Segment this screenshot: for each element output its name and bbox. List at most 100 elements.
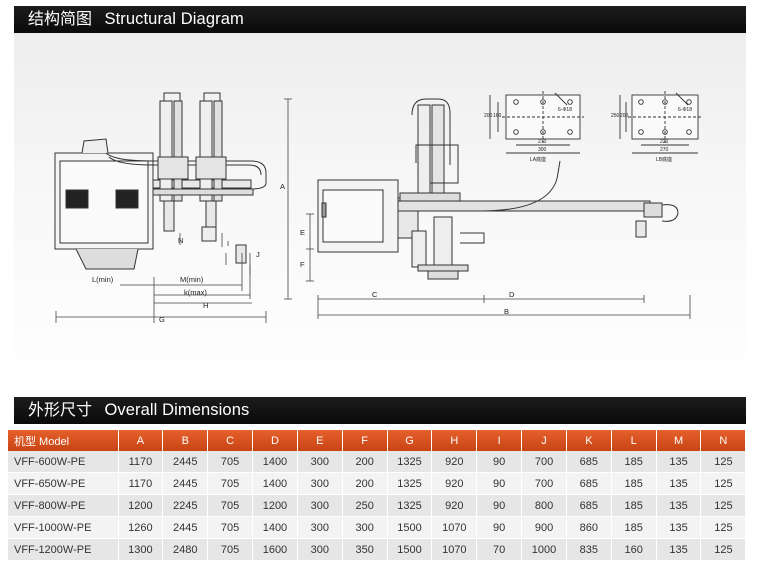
cell-a: 1300 [118, 538, 164, 561]
side-view-machine [317, 98, 679, 280]
cell-d: 1200 [252, 494, 298, 517]
section-header-overall-dimensions: 外形尺寸 Overall Dimensions [14, 397, 746, 424]
label-c: C [372, 290, 378, 299]
table-header-row: 机型 Model A B C D E F G H I J K L M N [8, 430, 747, 451]
la-hole: 6-Φ18 [558, 107, 572, 113]
cell-m: 135 [656, 472, 702, 495]
la-dim-200: 200 [484, 113, 493, 119]
col-header-e: E [297, 430, 343, 451]
cell-g: 1325 [387, 451, 433, 473]
cell-i: 70 [476, 538, 523, 561]
front-view-machine [54, 92, 267, 270]
label-l-min: L(min) [92, 275, 114, 284]
la-dim-270: 270 [538, 139, 547, 145]
cell-n: 125 [700, 494, 747, 517]
cell-f: 350 [342, 538, 388, 561]
cell-model: VFF-1200W-PE [8, 538, 119, 561]
cell-j: 1000 [521, 538, 567, 561]
cell-h: 1070 [431, 538, 478, 561]
la-dim-160: 160 [493, 113, 502, 119]
lb-dim-200: 200 [620, 113, 629, 119]
diagram-drawing: N I J L(min) M(min) k(max) H G A E F C D… [54, 91, 702, 324]
cell-n: 125 [700, 516, 747, 539]
label-f: F [300, 260, 305, 269]
label-i: I [227, 239, 229, 248]
cell-c: 705 [207, 494, 254, 517]
cell-e: 300 [297, 472, 343, 495]
cell-g: 1325 [387, 472, 433, 495]
cell-g: 1325 [387, 494, 433, 517]
section-header-structural-diagram: 结构简图 Structural Diagram [14, 6, 746, 33]
cell-j: 900 [521, 516, 567, 539]
lb-hole: 6-Φ18 [678, 107, 692, 113]
cell-h: 920 [431, 451, 478, 473]
cell-k: 685 [566, 451, 612, 473]
cell-g: 1500 [387, 538, 433, 561]
lb-caption: LB底座 [656, 156, 672, 163]
cell-e: 300 [297, 516, 343, 539]
cell-k: 685 [566, 472, 612, 495]
cell-a: 1170 [118, 451, 164, 473]
cell-d: 1400 [252, 516, 298, 539]
lb-dim-250: 250 [611, 113, 620, 119]
cell-k: 860 [566, 516, 612, 539]
col-header-h: H [431, 430, 478, 451]
cell-l: 185 [611, 494, 657, 517]
col-header-a: A [118, 430, 164, 451]
cell-e: 300 [297, 494, 343, 517]
cell-n: 125 [700, 472, 747, 495]
cell-l: 185 [611, 516, 657, 539]
col-header-i: I [476, 430, 523, 451]
cell-b: 2480 [162, 538, 209, 561]
cell-d: 1600 [252, 538, 298, 561]
structural-diagram: N I J L(min) M(min) k(max) H G A E F C D… [14, 33, 746, 397]
cell-f: 200 [342, 451, 388, 473]
col-header-b: B [162, 430, 209, 451]
col-header-n: N [700, 430, 747, 451]
cell-n: 125 [700, 451, 747, 473]
section-title-en: Structural Diagram [104, 10, 244, 28]
col-header-d: D [252, 430, 298, 451]
col-header-j: J [521, 430, 567, 451]
section-title-zh: 外形尺寸 [28, 402, 93, 419]
cell-d: 1400 [252, 451, 298, 473]
section-title-en: Overall Dimensions [104, 401, 250, 419]
cell-h: 920 [431, 472, 478, 495]
cell-b: 2445 [162, 472, 209, 495]
label-h: H [203, 301, 208, 310]
cell-b: 2445 [162, 451, 209, 473]
lb-dim-270: 270 [660, 147, 669, 153]
cell-c: 705 [207, 472, 254, 495]
cell-f: 300 [342, 516, 388, 539]
cell-b: 2445 [162, 516, 209, 539]
col-header-f: F [342, 430, 388, 451]
label-m-min: M(min) [180, 275, 204, 284]
base-plate-lb [619, 91, 702, 154]
cell-c: 705 [207, 538, 254, 561]
cell-m: 135 [656, 516, 702, 539]
label-n: N [178, 236, 183, 245]
cell-j: 700 [521, 451, 567, 473]
cell-m: 135 [656, 538, 702, 561]
cell-a: 1260 [118, 516, 164, 539]
label-d: D [509, 290, 515, 299]
la-caption: LA底座 [530, 156, 546, 163]
cell-h: 920 [431, 494, 478, 517]
cell-e: 300 [297, 538, 343, 561]
col-header-m: M [656, 430, 702, 451]
cell-a: 1200 [118, 494, 164, 517]
col-header-l: L [611, 430, 657, 451]
col-header-g: G [387, 430, 433, 451]
cell-e: 300 [297, 451, 343, 473]
label-a: A [280, 182, 285, 191]
lb-dim-220: 220 [660, 139, 669, 145]
cell-j: 800 [521, 494, 567, 517]
cell-i: 90 [476, 472, 523, 495]
cell-i: 90 [476, 494, 523, 517]
label-e: E [300, 228, 305, 237]
label-g: G [159, 315, 165, 324]
base-plate-la [489, 91, 584, 154]
cell-model: VFF-650W-PE [8, 472, 119, 495]
